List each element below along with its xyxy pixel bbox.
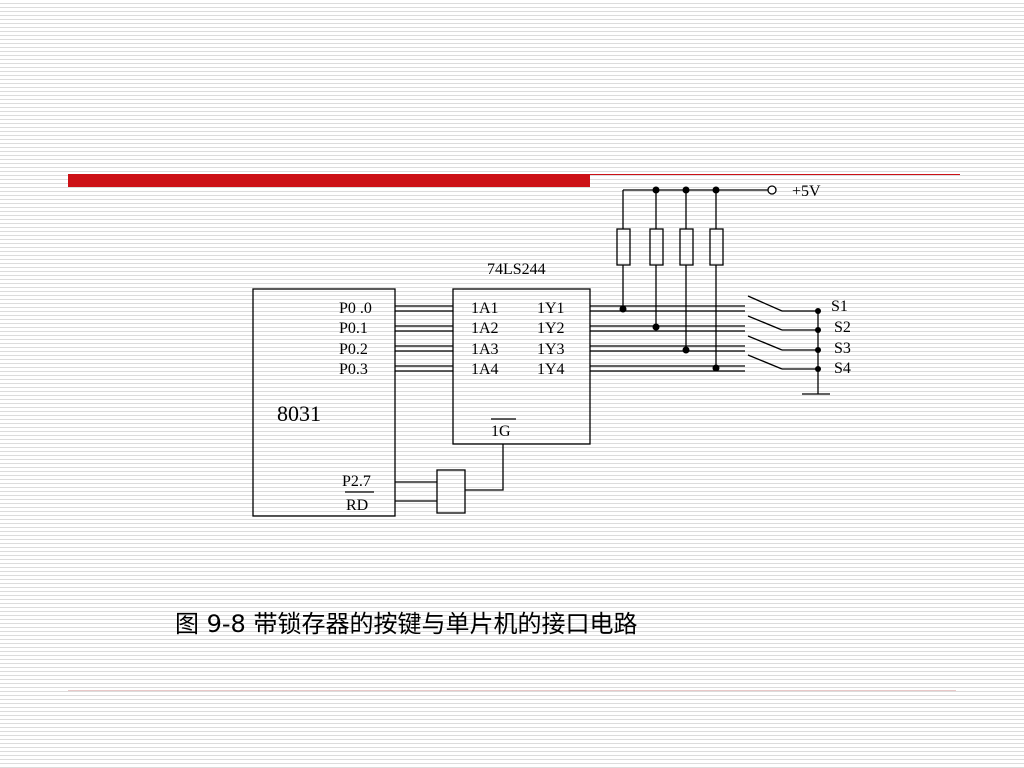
switch-label: S4 bbox=[834, 360, 851, 377]
title-accent-line bbox=[590, 174, 960, 175]
switch-label: S3 bbox=[834, 340, 851, 357]
mcu-port-label: P0.1 bbox=[339, 320, 368, 337]
title-accent-bar bbox=[68, 174, 590, 187]
mcu-port-label: P0.2 bbox=[339, 341, 368, 358]
figure-caption: 图 9-8 带锁存器的按键与单片机的接口电路 bbox=[175, 610, 638, 638]
switch-label: S2 bbox=[834, 319, 851, 336]
key-switches bbox=[747, 295, 818, 370]
buffer-output-label: 1Y4 bbox=[537, 361, 565, 378]
mcu-port-label: P0 .0 bbox=[339, 300, 372, 317]
mcu-label: 8031 bbox=[277, 401, 321, 426]
or-gate bbox=[436, 469, 466, 514]
output-lines bbox=[590, 305, 745, 372]
pullup-resistors bbox=[616, 190, 724, 368]
buffer-input-label: 1A4 bbox=[471, 361, 499, 378]
enable-line bbox=[465, 444, 504, 491]
control-lines bbox=[395, 481, 437, 502]
buffer-input-label: 1A3 bbox=[471, 341, 499, 358]
footer-divider bbox=[68, 690, 956, 691]
data-bus-lines bbox=[395, 305, 453, 372]
supply-label: +5V bbox=[792, 183, 821, 200]
buffer-chip-label: 74LS244 bbox=[487, 261, 546, 278]
switch-label: S1 bbox=[831, 298, 848, 315]
buffer-output-label: 1Y1 bbox=[537, 300, 565, 317]
junction-dots bbox=[619, 186, 821, 372]
mcu-rd-label: RD bbox=[346, 497, 368, 514]
buffer-output-label: 1Y3 bbox=[537, 341, 565, 358]
buffer-output-label: 1Y2 bbox=[537, 320, 565, 337]
mcu-port-label: P0.3 bbox=[339, 361, 368, 378]
mcu-8031-box bbox=[252, 288, 396, 517]
supply-terminal bbox=[767, 185, 777, 195]
mcu-p27-label: P2.7 bbox=[342, 473, 371, 490]
buffer-enable-label: 1G bbox=[491, 423, 511, 440]
buffer-input-label: 1A2 bbox=[471, 320, 499, 337]
buffer-input-label: 1A1 bbox=[471, 300, 499, 317]
